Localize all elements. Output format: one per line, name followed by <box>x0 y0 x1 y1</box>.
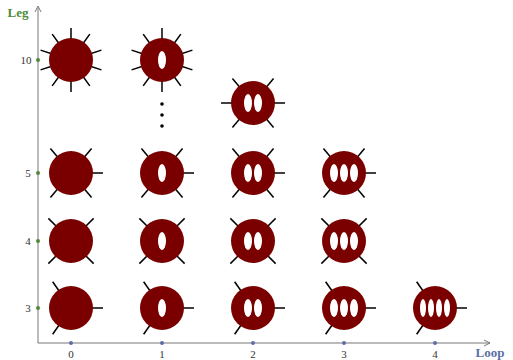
x-tick <box>69 341 73 345</box>
loop-hole <box>254 164 262 182</box>
blob-body <box>140 38 184 82</box>
blob-body <box>140 286 184 330</box>
loop-hole <box>158 232 166 250</box>
blob-body <box>413 286 457 330</box>
blob-body <box>322 286 366 330</box>
ellipsis-dot <box>160 113 164 117</box>
loop-hole <box>254 232 262 250</box>
x-tick <box>160 341 164 345</box>
loop-hole <box>254 94 262 112</box>
tick-label: 2 <box>250 349 256 360</box>
loop-blob <box>140 148 194 197</box>
loop-hole <box>158 299 166 317</box>
loop-blob <box>230 218 275 263</box>
tick-label: 5 <box>25 168 31 179</box>
blob-body <box>49 38 93 82</box>
x-tick <box>433 341 437 345</box>
ellipsis-dot <box>160 102 164 106</box>
loop-blob <box>231 148 285 197</box>
loop-hole <box>244 232 252 250</box>
tick-label: 0 <box>68 349 74 360</box>
loop-hole <box>330 232 338 250</box>
loop-blob <box>413 282 467 334</box>
y-tick <box>36 58 40 62</box>
ellipsis-dot <box>160 124 164 128</box>
loop-hole <box>330 299 338 317</box>
tick-label: 3 <box>25 303 31 314</box>
y-tick <box>36 306 40 310</box>
loop-blob <box>322 282 376 334</box>
loop-hole <box>244 299 252 317</box>
loop-hole <box>340 164 348 182</box>
loop-hole <box>330 164 338 182</box>
tick-label: 10 <box>21 55 32 66</box>
loop-hole <box>428 299 434 317</box>
loop-hole <box>420 299 426 317</box>
blob-body <box>231 81 275 125</box>
loop-blob <box>48 218 93 263</box>
blob-body <box>231 151 275 195</box>
blob-body <box>322 219 366 263</box>
x-tick <box>251 341 255 345</box>
axis-title: Leg <box>8 6 29 19</box>
loop-hole <box>444 299 450 317</box>
blob-body <box>231 286 275 330</box>
loop-hole <box>436 299 442 317</box>
loop-blob <box>49 148 103 197</box>
blob-body <box>231 219 275 263</box>
loop-blob <box>49 282 103 334</box>
loop-hole <box>158 51 166 69</box>
loop-blob <box>139 218 184 263</box>
loop-hole <box>340 299 348 317</box>
loop-hole <box>158 164 166 182</box>
loop-hole <box>340 232 348 250</box>
loop-hole <box>244 94 252 112</box>
tick-label: 3 <box>341 349 347 360</box>
blob-body <box>49 286 93 330</box>
loop-hole <box>254 299 262 317</box>
x-axis <box>38 343 490 344</box>
tick-label: 4 <box>25 236 31 247</box>
blob-body <box>140 151 184 195</box>
loop-blob <box>321 218 366 263</box>
y-axis-arrow <box>35 6 41 12</box>
blob-body <box>49 219 93 263</box>
loop-hole <box>350 164 358 182</box>
y-tick <box>36 239 40 243</box>
blob-body <box>322 151 366 195</box>
tick-label: 1 <box>159 349 165 360</box>
loop-blob <box>322 148 376 197</box>
loop-blob <box>140 282 194 334</box>
axis-title: Loop <box>476 346 505 359</box>
loop-hole <box>350 232 358 250</box>
x-tick <box>342 341 346 345</box>
blob-body <box>140 219 184 263</box>
loop-hole <box>350 299 358 317</box>
tick-label: 4 <box>432 349 438 360</box>
loop-hole <box>244 164 252 182</box>
loop-blob <box>221 78 285 127</box>
loop-blob <box>132 28 193 92</box>
y-tick <box>36 171 40 175</box>
loop-blob <box>231 282 285 334</box>
loop-blob <box>41 28 102 92</box>
blob-body <box>49 151 93 195</box>
